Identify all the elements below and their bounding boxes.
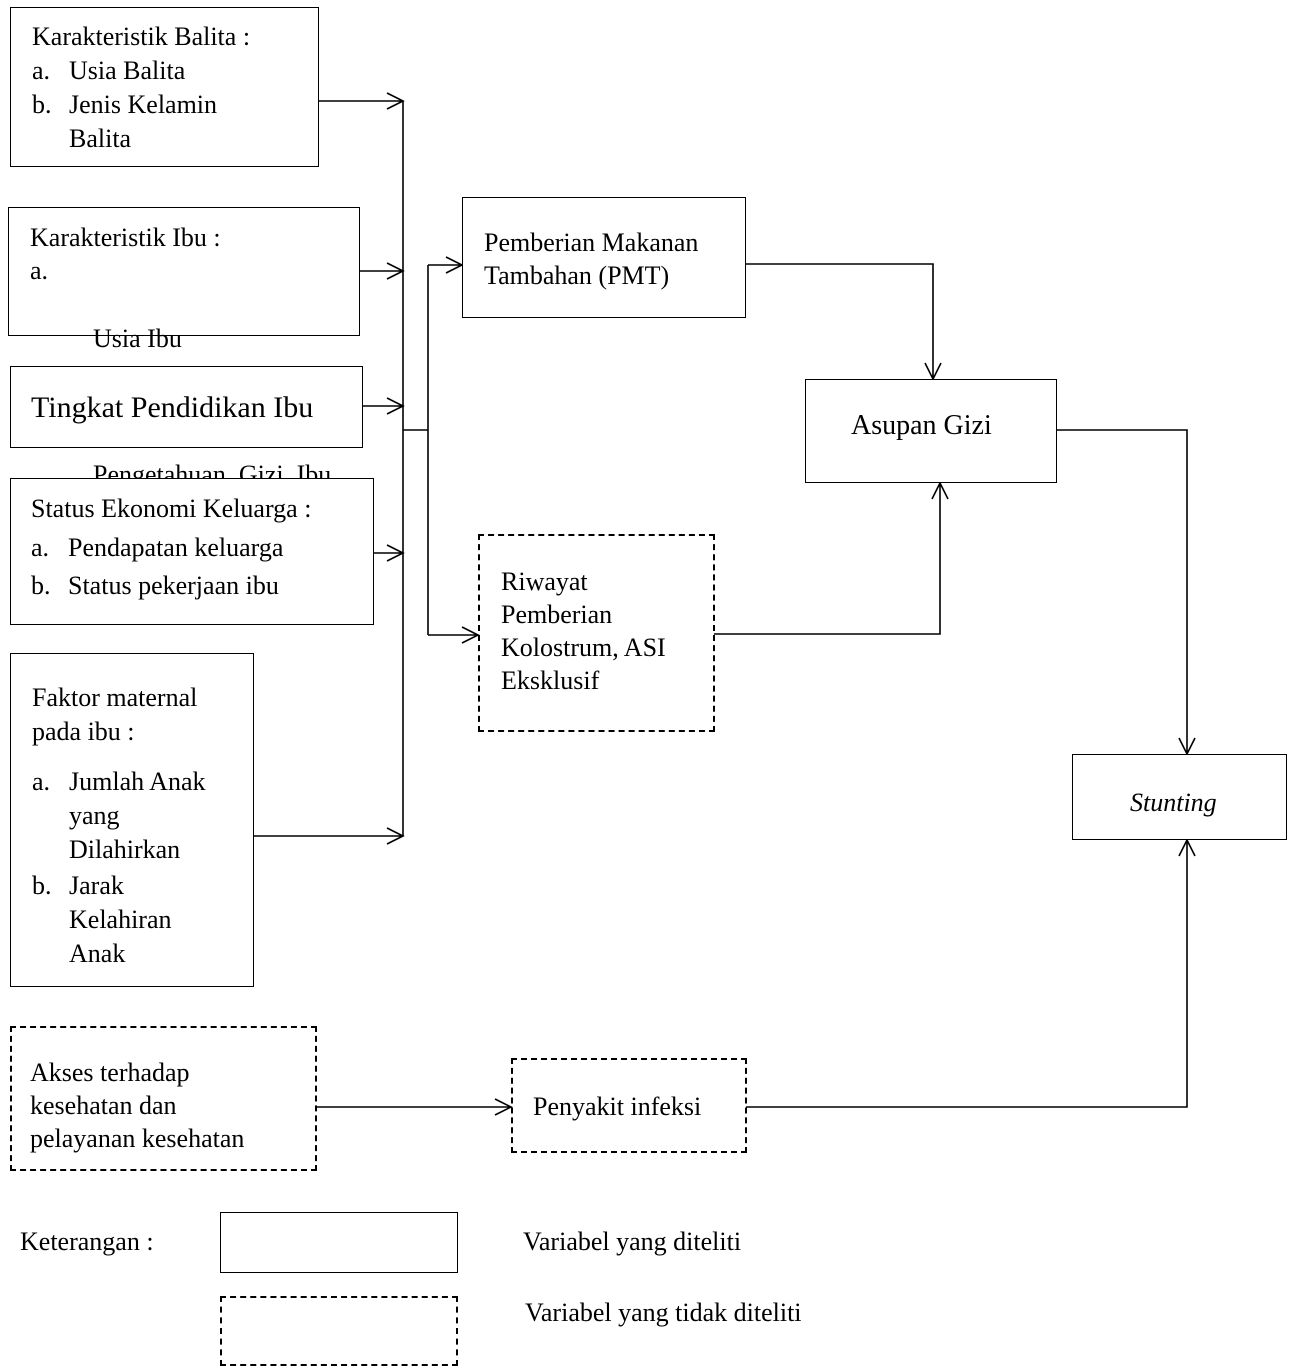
- karakteristik-balita-list: a. Usia Balita b. Jenis Kelamin Balita: [32, 54, 272, 156]
- arrow-maternal-to-bus: [253, 827, 405, 845]
- legend-solid-box: [220, 1212, 458, 1273]
- status-ekonomi-list: a. Pendapatan keluarga b. Status pekerja…: [31, 531, 371, 603]
- list-item: a. Pendapatan keluarga: [31, 533, 284, 562]
- arrow-pendidikan-to-bus: [362, 397, 405, 415]
- list-item: b. Jarak Kelahiran Anak: [32, 871, 172, 968]
- arrow-ekonomi-to-bus: [373, 544, 405, 562]
- box-stunting: [1072, 754, 1287, 840]
- box-pmt: [462, 197, 746, 318]
- box-faktor-maternal: [10, 653, 254, 987]
- box-penyakit-infeksi: [511, 1058, 747, 1153]
- stunting-label: Stunting: [1130, 788, 1217, 817]
- status-ekonomi-title: Status Ekonomi Keluarga :: [31, 494, 312, 523]
- penyakit-infeksi-label: Penyakit infeksi: [533, 1092, 702, 1121]
- list-item: a. Usia Balita: [32, 56, 186, 85]
- akses-kesehatan-line-3: pelayanan kesehatan: [30, 1124, 245, 1153]
- riwayat-line-2: Pemberian: [501, 600, 613, 629]
- arrow-infeksi-to-stunting: [746, 838, 1196, 1108]
- legend-dashed-text: Variabel yang tidak diteliti: [525, 1298, 802, 1327]
- pmt-line-2: Tambahan (PMT): [484, 261, 670, 290]
- box-asupan-gizi: [805, 379, 1057, 483]
- box-karakteristik-balita: [10, 7, 319, 167]
- arrow-riwayat-to-asupan: [714, 481, 949, 635]
- box-akses-kesehatan: [10, 1026, 317, 1171]
- arrow-akses-to-infeksi: [316, 1098, 513, 1116]
- faktor-maternal-title-2: pada ibu :: [32, 717, 135, 746]
- box-riwayat-kolostrum-asi: [478, 534, 715, 732]
- list-item: b. Status pekerjaan ibu: [31, 571, 279, 600]
- karakteristik-ibu-title: Karakteristik Ibu :: [30, 223, 221, 252]
- akses-kesehatan-line-2: kesehatan dan: [30, 1091, 177, 1120]
- arrow-pmt-to-asupan: [745, 263, 942, 381]
- box-karakteristik-ibu: [8, 207, 360, 336]
- arrow-to-riwayat: [428, 626, 480, 644]
- faktor-maternal-list: a. Jumlah Anak yang Dilahirkan b. Jarak …: [32, 765, 232, 971]
- box-status-ekonomi-keluarga: [10, 478, 374, 625]
- faktor-maternal-title-1: Faktor maternal: [32, 683, 198, 712]
- akses-kesehatan-line-1: Akses terhadap: [30, 1058, 190, 1087]
- pmt-line-1: Pemberian Makanan: [484, 228, 699, 257]
- asupan-gizi-label: Asupan Gizi: [851, 410, 992, 441]
- box-tingkat-pendidikan-ibu: [10, 366, 363, 448]
- legend-label: Keterangan :: [20, 1227, 154, 1256]
- arrow-to-pmt: [428, 256, 464, 274]
- arrow-asupan-to-stunting: [1056, 429, 1196, 756]
- legend-dashed-box: [220, 1296, 458, 1366]
- riwayat-line-4: Eksklusif: [501, 666, 600, 695]
- riwayat-line-3: Kolostrum, ASI: [501, 633, 666, 662]
- arrow-ibu-to-bus: [360, 262, 405, 280]
- karakteristik-balita-title: Karakteristik Balita :: [32, 22, 251, 51]
- list-item: a. Jumlah Anak yang Dilahirkan: [32, 767, 206, 864]
- list-item: a. Usia Ibu: [30, 256, 182, 353]
- riwayat-line-1: Riwayat: [501, 567, 588, 596]
- legend-solid-text: Variabel yang diteliti: [523, 1227, 742, 1256]
- tingkat-pendidikan-ibu-label: Tingkat Pendidikan Ibu: [31, 391, 314, 424]
- list-item: b. Jenis Kelamin Balita: [32, 90, 218, 153]
- arrow-balita-to-bus: [318, 92, 405, 110]
